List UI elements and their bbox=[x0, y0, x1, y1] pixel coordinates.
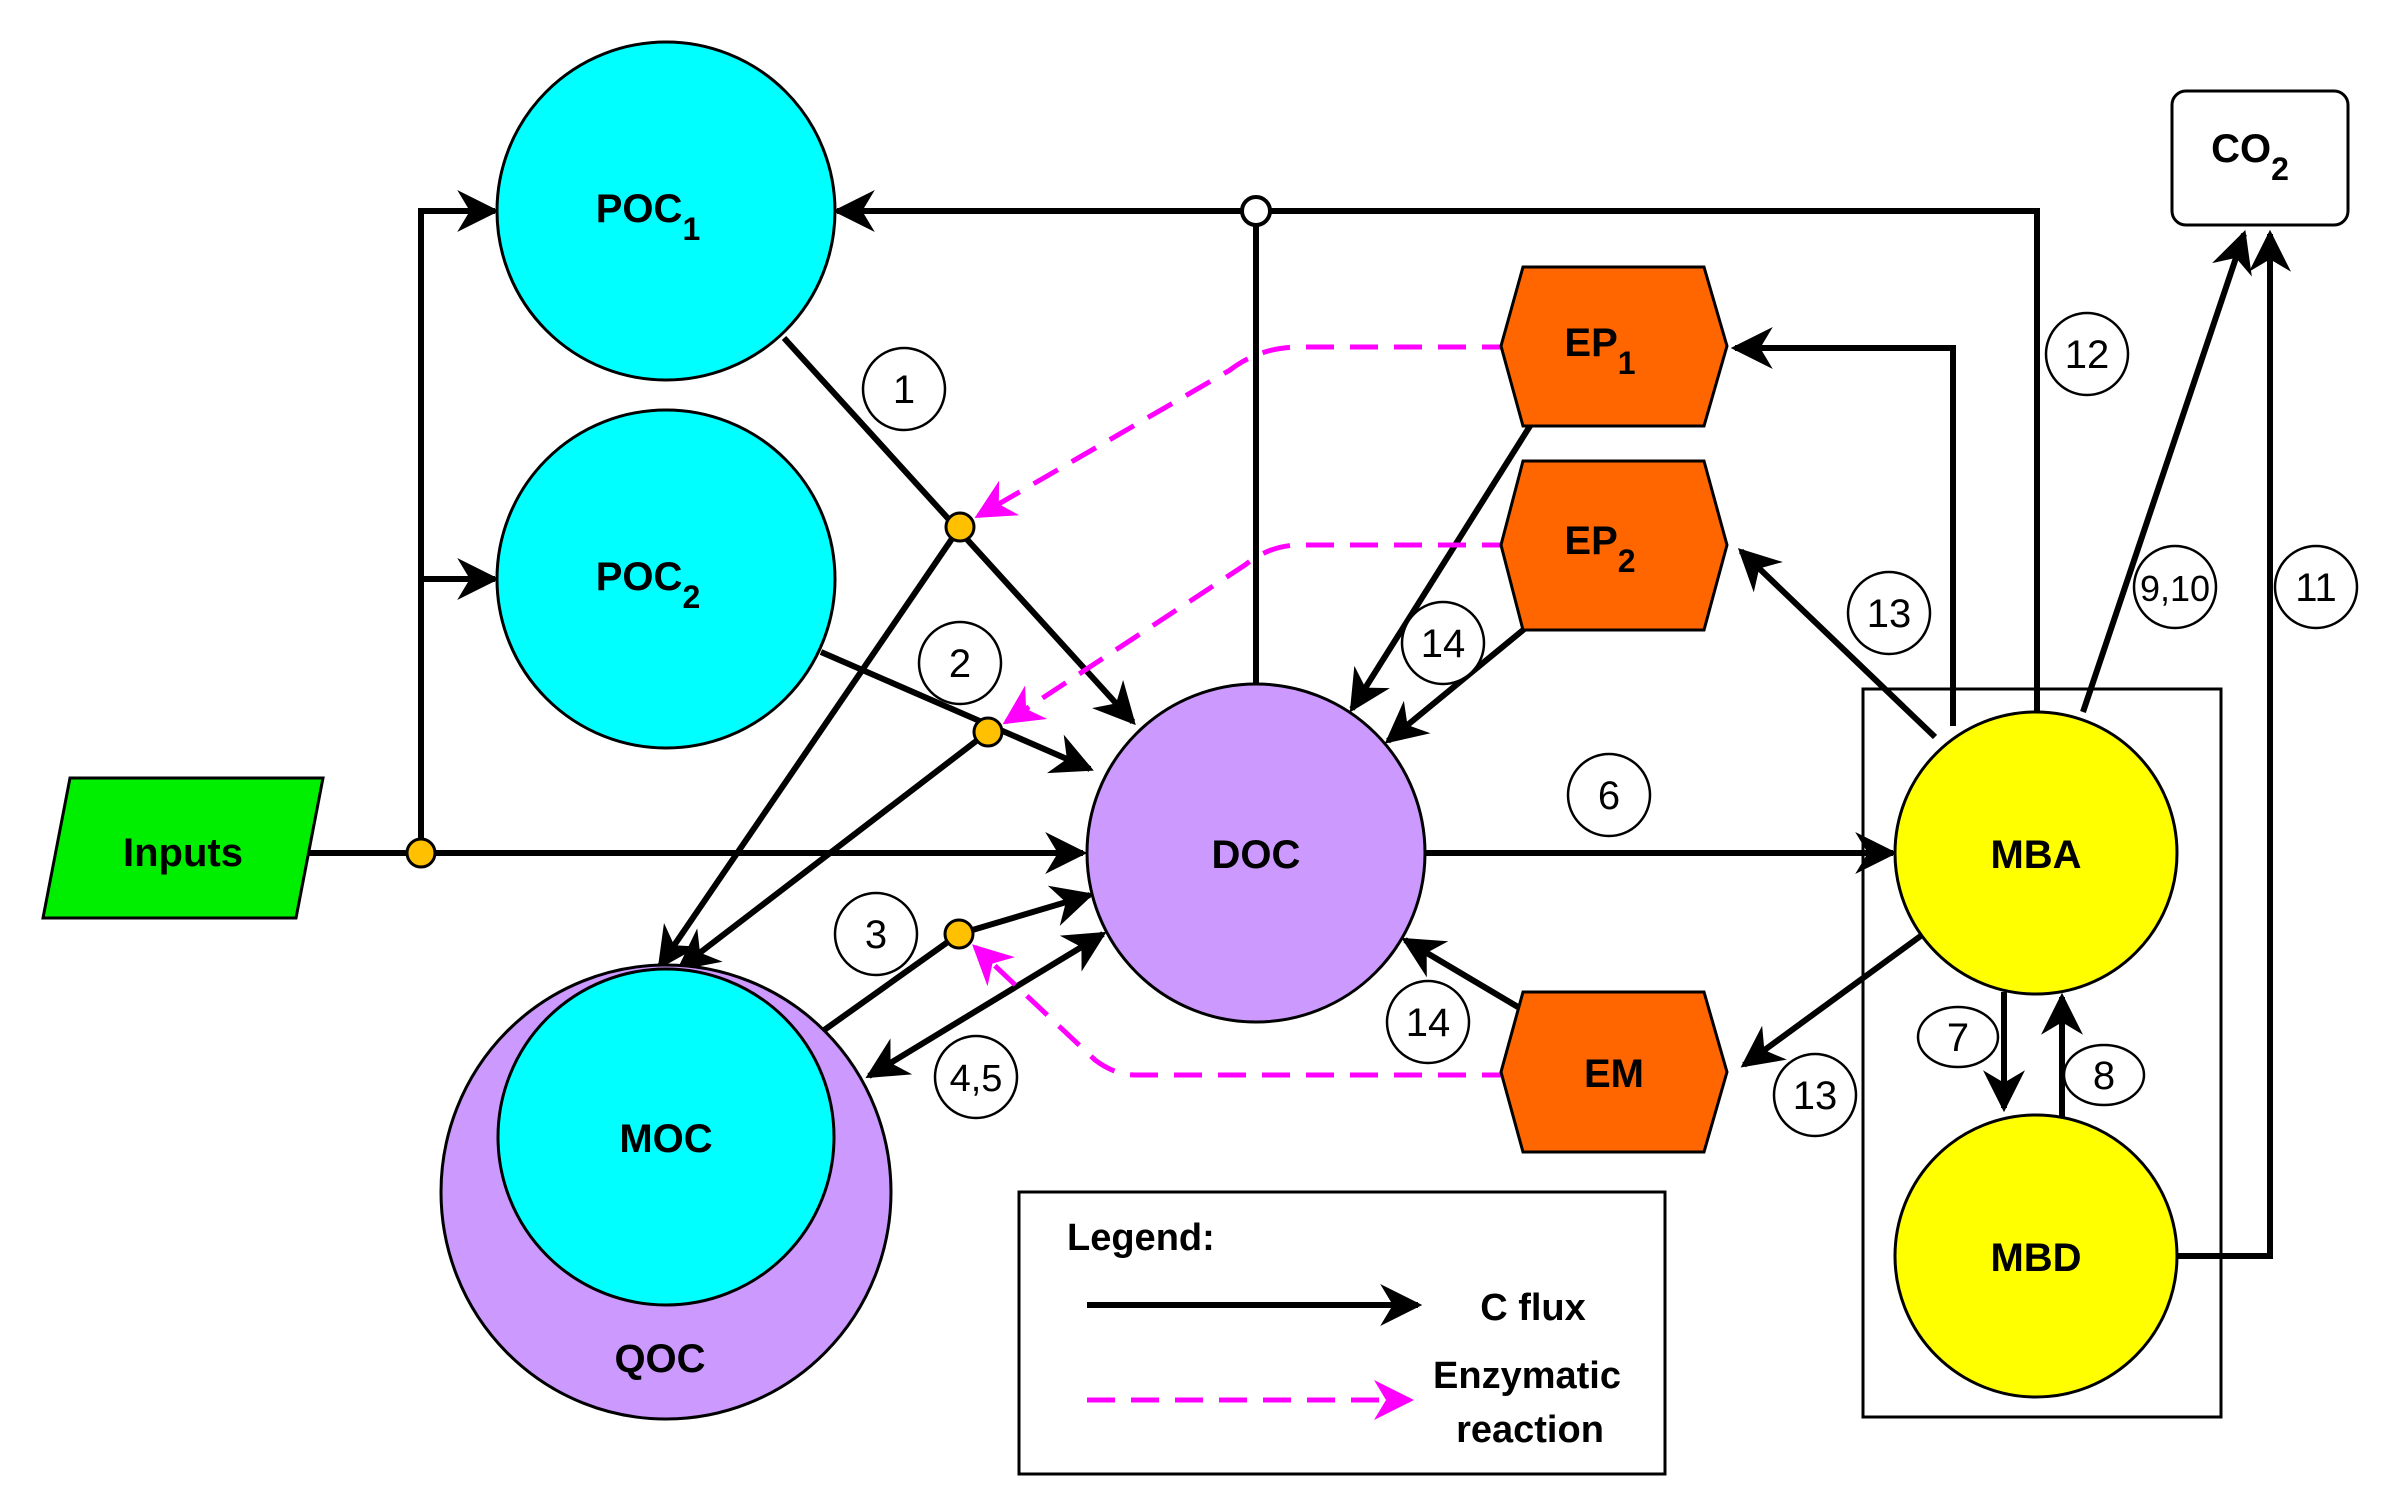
svg-text:3: 3 bbox=[865, 913, 887, 957]
junction-moc bbox=[943, 918, 975, 950]
mba-pool[interactable] bbox=[1893, 710, 2179, 996]
inputs-label: Inputs bbox=[123, 831, 243, 875]
ep2-enzyme[interactable] bbox=[1499, 459, 1729, 632]
mba-label: MBA bbox=[1990, 833, 2081, 877]
process-11: 11 bbox=[2273, 544, 2359, 630]
process-9-10: 9,10 bbox=[2132, 544, 2218, 630]
process-2: 2 bbox=[917, 620, 1003, 706]
process-4-5: 4,5 bbox=[933, 1034, 1019, 1120]
legend-box bbox=[1017, 1190, 1667, 1476]
flux-inputs-poc1 bbox=[418, 190, 500, 853]
process-13-upper: 13 bbox=[1846, 570, 1932, 656]
moc-label: MOC bbox=[619, 1117, 712, 1161]
mbd-pool[interactable] bbox=[1893, 1113, 2179, 1399]
svg-text:8: 8 bbox=[2093, 1054, 2115, 1098]
flux-2-poc2-doc bbox=[819, 649, 1094, 774]
svg-text:7: 7 bbox=[1947, 1016, 1969, 1060]
process-6: 6 bbox=[1566, 752, 1652, 838]
process-14-lower: 14 bbox=[1385, 979, 1471, 1065]
flux-14-ep2-doc bbox=[1384, 623, 1530, 744]
legend-enzymatic-label-2: reaction bbox=[1456, 1409, 1604, 1451]
inputs-node[interactable] bbox=[41, 776, 325, 920]
flux-lines bbox=[302, 190, 2291, 1259]
process-7: 7 bbox=[1916, 1005, 2000, 1069]
doc-pool[interactable] bbox=[1085, 682, 1427, 1024]
process-8: 8 bbox=[2062, 1043, 2146, 1107]
qoc-label: QOC bbox=[614, 1337, 705, 1381]
svg-text:12: 12 bbox=[2065, 333, 2110, 377]
enzymatic-ep1-poc1 bbox=[974, 344, 1510, 519]
flux-13-mba-ep2 bbox=[1737, 548, 1938, 740]
svg-text:1: 1 bbox=[893, 368, 915, 412]
microbial-biomass-box bbox=[1861, 687, 2223, 1419]
svg-text:6: 6 bbox=[1598, 774, 1620, 818]
poc2-pool[interactable] bbox=[495, 408, 837, 750]
em-enzyme[interactable] bbox=[1499, 990, 1729, 1154]
ep1-enzyme[interactable] bbox=[1499, 265, 1729, 428]
flux-13-mba-em bbox=[1740, 932, 1924, 1068]
legend-enzymatic-label-1: Enzymatic bbox=[1433, 1355, 1621, 1397]
legend: Legend: C flux Enzymatic reaction bbox=[1017, 1190, 1667, 1476]
flux-14-ep1-doc bbox=[1349, 424, 1533, 713]
junction-poc1 bbox=[944, 511, 976, 543]
co2-node[interactable] bbox=[2170, 89, 2350, 227]
process-3: 3 bbox=[833, 891, 919, 977]
junction-hub-white bbox=[1240, 195, 1272, 227]
flux-12-mba-poc1 bbox=[832, 190, 2040, 712]
flux-2-junction-moc bbox=[676, 729, 990, 971]
flux-45-doc-qoc bbox=[865, 931, 1107, 1079]
junction-inputs bbox=[405, 837, 437, 869]
svg-text:2: 2 bbox=[949, 642, 971, 686]
em-label: EM bbox=[1584, 1052, 1644, 1096]
flux-14-em-doc bbox=[1401, 937, 1525, 1013]
ep2-label: EP2 bbox=[1564, 519, 1635, 579]
process-1: 1 bbox=[861, 346, 947, 432]
process-14-upper: 14 bbox=[1400, 600, 1486, 686]
svg-text:9,10: 9,10 bbox=[2140, 568, 2210, 609]
doc-label: DOC bbox=[1212, 833, 1301, 877]
flux-13-mba-ep1 bbox=[1730, 327, 1956, 726]
co2-label: CO2 bbox=[2211, 127, 2289, 187]
junction-poc2 bbox=[972, 716, 1004, 748]
process-labels: 1 2 3 4,5 6 14 14 13 13 12 9,10 11 7 8 bbox=[833, 311, 2359, 1138]
enzymatic-em-moc bbox=[972, 944, 1510, 1078]
ep1-label: EP1 bbox=[1564, 321, 1635, 381]
flux-11-mbd-co2 bbox=[2177, 229, 2291, 1259]
flux-910-mba-co2 bbox=[2080, 230, 2252, 713]
process-12: 12 bbox=[2044, 311, 2130, 397]
moc-pool[interactable] bbox=[496, 967, 836, 1307]
svg-text:13: 13 bbox=[1793, 1074, 1838, 1118]
svg-text:11: 11 bbox=[2295, 566, 2337, 610]
enzymatic-lines bbox=[972, 344, 1510, 1078]
poc2-label: POC2 bbox=[596, 555, 700, 615]
legend-flux-label: C flux bbox=[1480, 1287, 1586, 1329]
process-13-lower: 13 bbox=[1772, 1052, 1858, 1138]
svg-text:14: 14 bbox=[1406, 1001, 1451, 1045]
legend-title: Legend: bbox=[1067, 1217, 1215, 1259]
enzymatic-ep2-poc2 bbox=[1002, 542, 1510, 725]
svg-text:14: 14 bbox=[1421, 622, 1466, 666]
flux-1-junction-moc bbox=[657, 525, 963, 970]
poc1-pool[interactable] bbox=[495, 40, 837, 382]
svg-text:13: 13 bbox=[1867, 592, 1912, 636]
mbd-label: MBD bbox=[1990, 1236, 2081, 1280]
poc1-label: POC1 bbox=[596, 187, 700, 247]
svg-text:4,5: 4,5 bbox=[950, 1058, 1003, 1100]
